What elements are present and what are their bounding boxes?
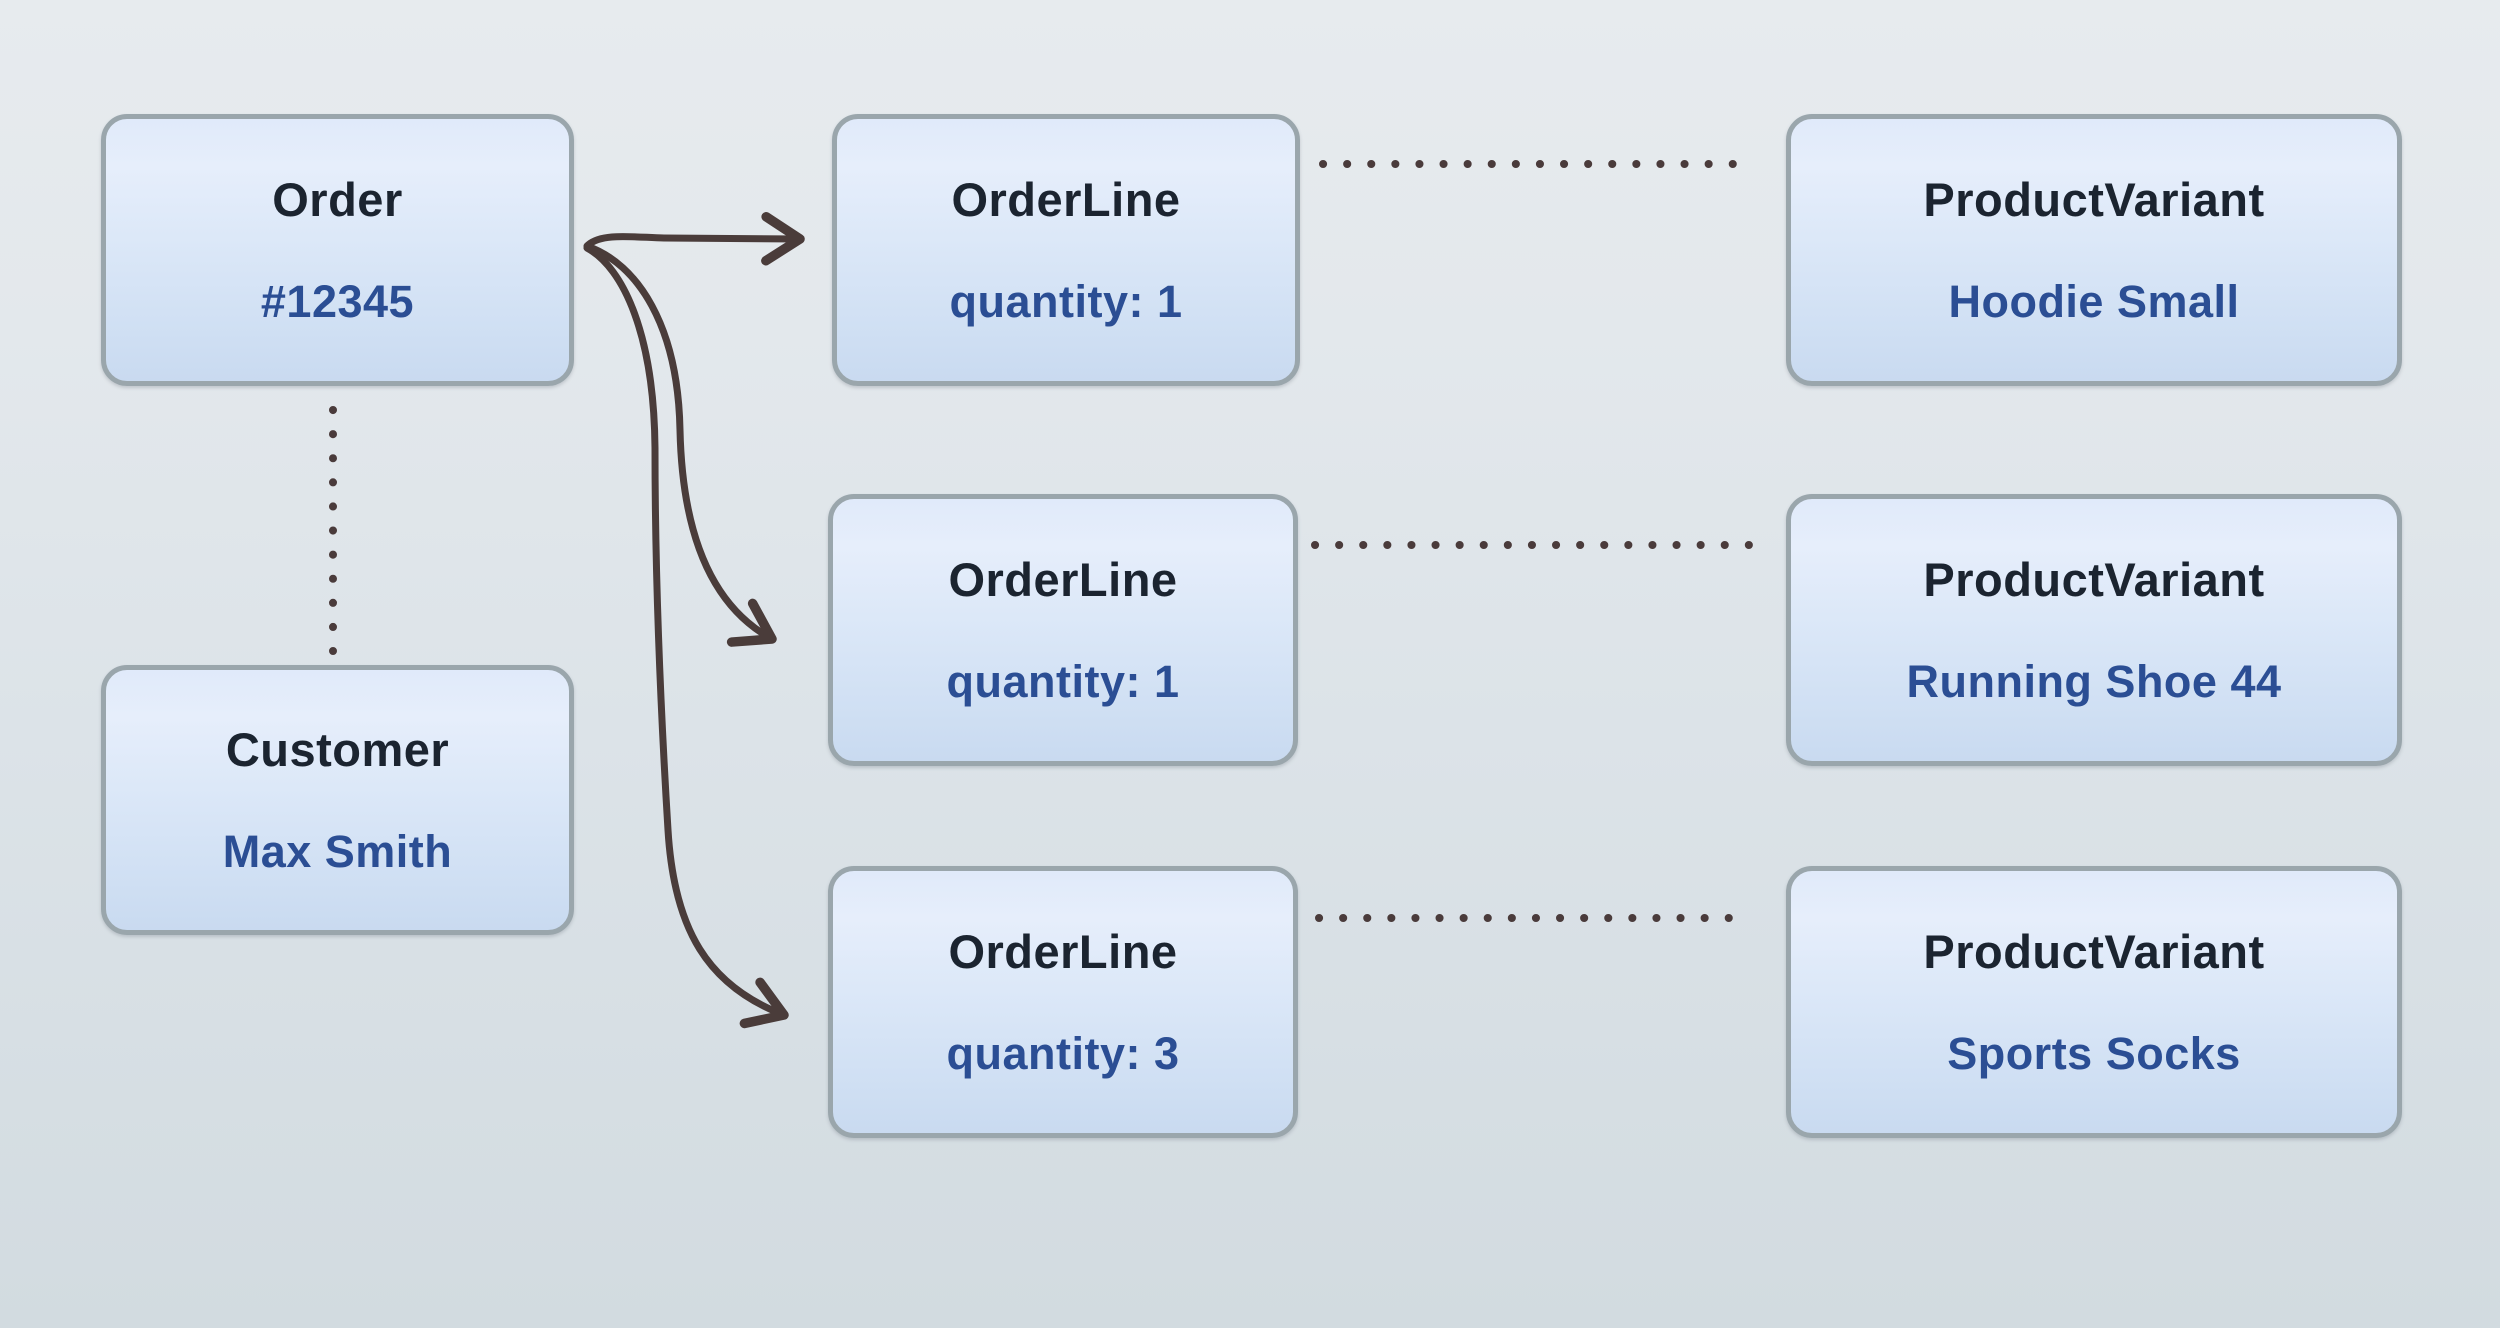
entity-box-productvariant-3: ProductVariant Sports Socks (1786, 866, 2402, 1138)
entity-box-order: Order #12345 (101, 114, 574, 386)
productvariant-title: ProductVariant (1923, 172, 2265, 226)
orderline-quantity: quantity: 3 (946, 1028, 1180, 1080)
customer-title: Customer (225, 723, 450, 776)
entity-box-productvariant-1: ProductVariant Hoodie Small (1786, 114, 2402, 386)
entity-box-orderline-1: OrderLine quantity: 1 (832, 114, 1300, 386)
order-to-orderline2-arrow (583, 242, 777, 647)
order-title: Order (272, 172, 403, 226)
order-number: #12345 (260, 276, 415, 328)
productvariant-name: Running Shoe 44 (1906, 656, 2282, 708)
customer-name: Max Smith (222, 826, 453, 877)
orderline-title: OrderLine (948, 552, 1178, 606)
orderline-quantity: quantity: 1 (949, 276, 1183, 328)
entity-box-orderline-2: OrderLine quantity: 1 (828, 494, 1298, 766)
entity-box-orderline-3: OrderLine quantity: 3 (828, 866, 1298, 1138)
order-to-orderline3-arrow (583, 244, 789, 1029)
orderline-title: OrderLine (948, 924, 1178, 978)
productvariant-title: ProductVariant (1923, 552, 2265, 606)
productvariant-name: Hoodie Small (1948, 276, 2240, 328)
orderline-quantity: quantity: 1 (946, 656, 1180, 708)
order-to-orderline1-arrow (584, 212, 805, 266)
entity-box-customer: Customer Max Smith (101, 665, 574, 935)
productvariant-title: ProductVariant (1923, 924, 2265, 978)
orderline-title: OrderLine (951, 172, 1181, 226)
productvariant-name: Sports Socks (1947, 1028, 2241, 1080)
entity-box-productvariant-2: ProductVariant Running Shoe 44 (1786, 494, 2402, 766)
